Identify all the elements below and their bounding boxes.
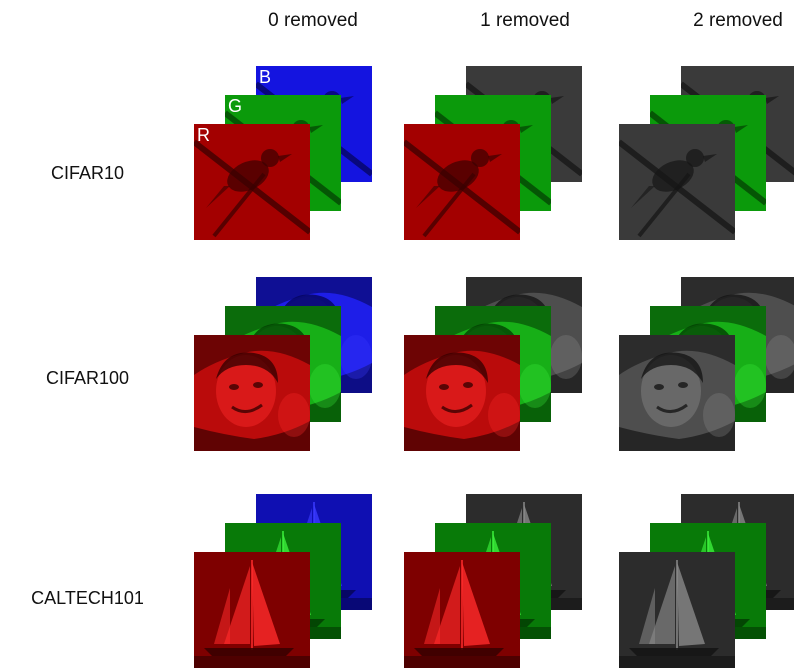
channel-letter-b: B (259, 67, 272, 87)
column-header-r2: 2 removed (693, 10, 783, 31)
channel-tile-caltech101-r2-r-removed (619, 552, 735, 668)
channel-tile-caltech101-r0-r (194, 552, 310, 668)
column-header-r0: 0 removed (268, 10, 358, 31)
channel-tile-cifar10-r1-r (404, 124, 520, 240)
channel-tile-cifar10-r2-r-removed (619, 124, 735, 240)
channel-tile-cifar100-r0-r (194, 335, 310, 451)
channel-letter-r: R (197, 125, 210, 145)
row-label-cifar10: CIFAR10 (50, 163, 125, 183)
channel-tile-cifar10-r0-r: R (194, 124, 310, 240)
column-header-r1: 1 removed (480, 10, 570, 31)
row-label-caltech101: CALTECH101 (31, 588, 144, 608)
channel-tile-cifar100-r1-r (404, 335, 520, 451)
channel-tile-caltech101-r1-r (404, 552, 520, 668)
row-label-cifar100: CIFAR100 (45, 368, 130, 388)
channel-letter-g: G (228, 96, 243, 116)
channel-tile-cifar100-r2-r-removed (619, 335, 735, 451)
